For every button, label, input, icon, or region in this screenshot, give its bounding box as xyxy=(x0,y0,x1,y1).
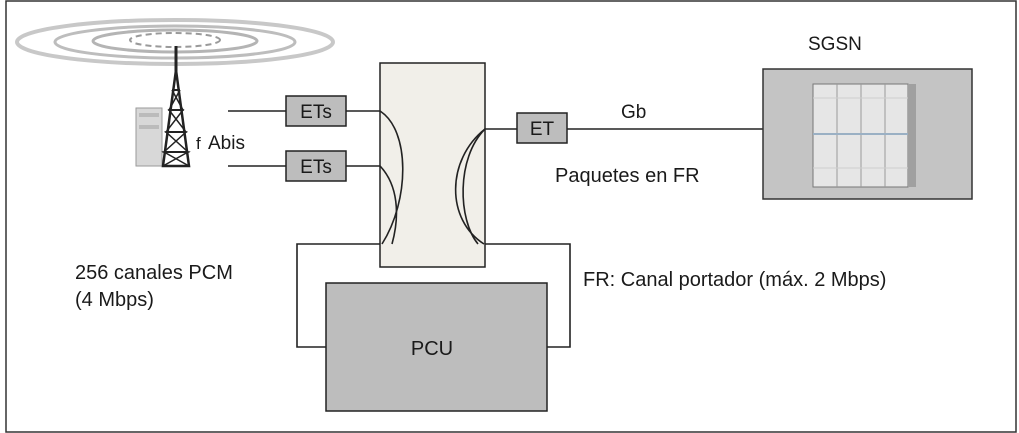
pcm-channels-label: 256 canales PCM xyxy=(75,262,233,284)
switch-path-left-1 xyxy=(379,110,404,245)
pcm-rate-label: (4 Mbps) xyxy=(75,289,154,311)
switch-matrix xyxy=(379,62,486,268)
fr-canal-label: FR: Canal portador (máx. 2 Mbps) xyxy=(583,269,886,291)
abis-label: Abis xyxy=(208,133,245,154)
et-label: ET xyxy=(530,119,555,140)
gb-label: Gb xyxy=(621,102,646,123)
sgsn-node xyxy=(762,68,973,200)
pcu-right-loop xyxy=(485,243,571,348)
abis-tick: f xyxy=(196,134,201,153)
pcu-left-loop xyxy=(296,243,380,348)
ets-box-bottom: ETs xyxy=(285,150,347,182)
paquetes-label: Paquetes en FR xyxy=(555,165,700,187)
ets-top-label: ETs xyxy=(300,102,332,123)
et-box: ET xyxy=(516,112,568,144)
ets-box-top: ETs xyxy=(285,95,347,127)
ets-bottom-label: ETs xyxy=(300,157,332,178)
switch-path-left-2 xyxy=(379,165,398,245)
switch-path-right-2 xyxy=(462,128,486,245)
sgsn-label: SGSN xyxy=(808,34,862,55)
pcu-box: PCU xyxy=(325,282,548,412)
pcu-label: PCU xyxy=(411,338,453,360)
bts-tower-icon xyxy=(135,46,191,168)
